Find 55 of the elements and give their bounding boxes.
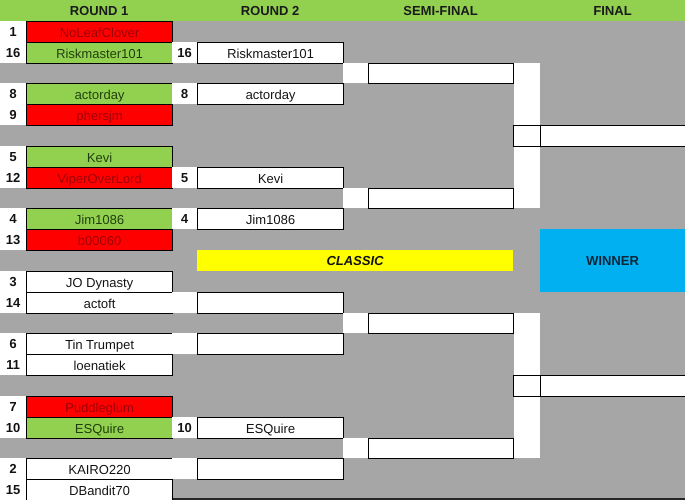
player-entry: Jim1086 [197,208,344,230]
bracket-connector [514,63,540,125]
seed-number: 10 [172,417,197,438]
player-entry: Tin Trumpet [26,333,173,355]
player-entry: phersjm [26,104,173,126]
seed-number: 14 [0,292,26,313]
seed-number: 8 [0,83,26,104]
seed-number: 5 [172,167,197,188]
seed-number: 4 [0,208,26,229]
winner-panel: WINNER [540,229,685,292]
seed-number: 8 [172,83,197,104]
player-entry: Kevi [197,167,344,189]
bracket-connector [514,313,540,375]
column-header: ROUND 1 [70,3,128,18]
seed-number: 12 [0,167,26,188]
player-entry: ESQuire [197,417,344,439]
seed-number: 7 [0,396,26,417]
player-entry: Riskmaster101 [197,42,344,64]
seed-number: 4 [172,208,197,229]
player-entry: DBandit70 [26,479,173,500]
column-header: ROUND 2 [240,3,300,18]
player-entry: KAIRO220 [26,458,173,480]
column-header: FINAL [593,3,632,18]
player-entry: ViperOverLord [26,167,173,189]
header-band [0,0,685,21]
player-entry: actorday [197,83,344,105]
title-banner: CLASSIC [197,250,513,271]
player-entry: loenatiek [26,354,173,376]
player-entry: actoft [26,292,173,314]
empty-player-slot [513,375,685,397]
seed-number: 13 [0,229,26,250]
player-entry: JO Dynasty [26,271,173,293]
bracket-connector [514,397,540,458]
player-entry: actorday [26,83,173,105]
seed-number: 11 [0,354,26,375]
seed-number: 9 [0,104,26,125]
seed-number: 3 [0,271,26,292]
seed-number: 16 [0,42,26,63]
player-entry: b00060 [26,229,173,251]
player-entry: NoLeafClover [26,21,173,43]
player-entry: Puddleglum [26,396,173,418]
seed-number: 15 [0,479,26,500]
empty-player-slot [513,125,685,147]
seed-number: 5 [0,146,26,167]
player-entry: ESQuire [26,417,173,439]
bracket-connector [514,147,540,208]
player-entry: Kevi [26,146,173,168]
seed-number: 1 [0,21,26,42]
seed-number: 10 [0,417,26,438]
seed-number: 16 [172,42,197,63]
seed-number: 6 [0,333,26,354]
column-header: SEMI-FINAL [403,3,478,18]
player-entry: Jim1086 [26,208,173,230]
seed-number: 2 [0,458,26,479]
player-entry: Riskmaster101 [26,42,173,64]
